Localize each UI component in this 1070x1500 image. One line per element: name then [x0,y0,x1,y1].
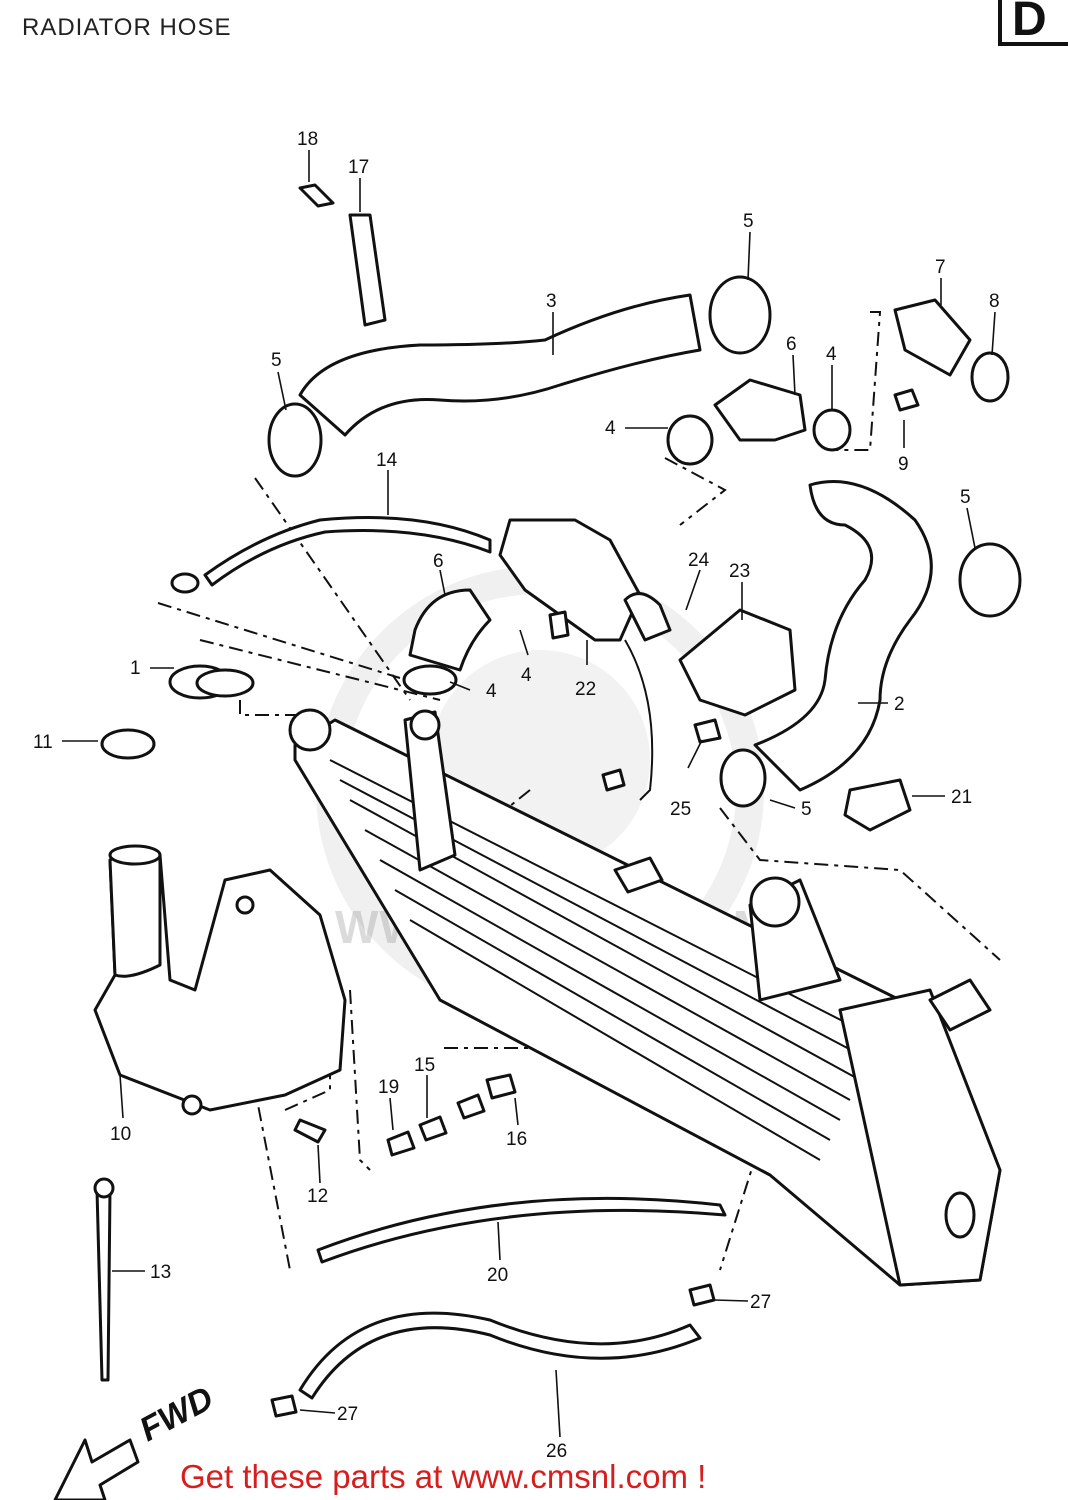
callout-24: 24 [688,550,710,571]
thermostat [623,592,672,642]
callout-1: 1 [130,658,141,679]
callout-22: 22 [575,679,596,700]
thermostat-cover [678,608,797,717]
page-title: RADIATOR HOSE [22,14,232,41]
bracket-17 [348,213,387,327]
callout-5: 5 [801,799,812,820]
callout-18: 18 [297,129,318,150]
callout-4: 4 [605,418,616,439]
radiator-cap [168,664,255,700]
hose-2 [753,480,933,792]
fan-switch [843,778,912,832]
reservoir-tank [93,844,347,1116]
filler-neck [288,708,332,752]
leader-lines [62,150,996,1438]
section-box [998,0,1068,46]
callout-9: 9 [898,454,909,475]
callout-17: 17 [348,157,369,178]
callout-14: 14 [376,450,398,471]
callout-13: 13 [150,1262,171,1283]
callout-4: 4 [826,344,837,365]
section-letter: D [1012,0,1047,46]
callout-5: 5 [743,211,754,232]
callout-5: 5 [960,487,971,508]
callout-12: 12 [307,1186,328,1207]
callout-25: 25 [670,799,691,820]
callout-4: 4 [486,681,497,702]
callout-8: 8 [989,291,1000,312]
callout-4: 4 [521,665,532,686]
callout-6: 6 [786,334,797,355]
hose-20 [316,1196,727,1264]
thermostat-housing [498,518,642,642]
fwd-arrow [53,1438,140,1500]
elbow-6-lower [408,588,492,672]
radiator [293,709,1002,1287]
callout-15: 15 [414,1055,435,1076]
hose-clamps [267,275,1022,808]
callout-27: 27 [750,1292,771,1313]
callout-10: 10 [110,1124,131,1145]
callout-19: 19 [378,1077,399,1098]
callout-26: 26 [546,1441,567,1462]
hose-3 [298,293,702,437]
water-outlet [893,298,972,377]
fasteners [270,388,920,1418]
hose-26 [298,1311,702,1400]
callout-7: 7 [935,257,946,278]
callout-5: 5 [271,350,282,371]
footer-link-text[interactable]: Get these parts at www.cmsnl.com ! [180,1458,707,1495]
callout-2: 2 [894,694,905,715]
callout-3: 3 [546,291,557,312]
callout-21: 21 [951,787,972,808]
hose-14 [203,516,492,587]
reservoir-cap [100,728,156,760]
o-ring-8 [970,351,1010,403]
callout-11: 11 [33,732,53,753]
bolt-18 [298,183,335,208]
callout-labels: 18 17 5 3 5 7 8 6 4 4 9 14 5 6 24 23 1 4… [33,129,1000,1462]
callout-20: 20 [487,1265,508,1286]
strap-13 [95,1188,112,1382]
callout-27: 27 [337,1404,358,1425]
callout-23: 23 [729,561,750,582]
clip-14 [170,572,200,594]
elbow-6-upper [713,378,807,442]
callout-6: 6 [433,551,444,572]
bleed-hose [624,639,654,801]
strap-13-head [93,1177,115,1199]
callout-16: 16 [506,1129,527,1150]
